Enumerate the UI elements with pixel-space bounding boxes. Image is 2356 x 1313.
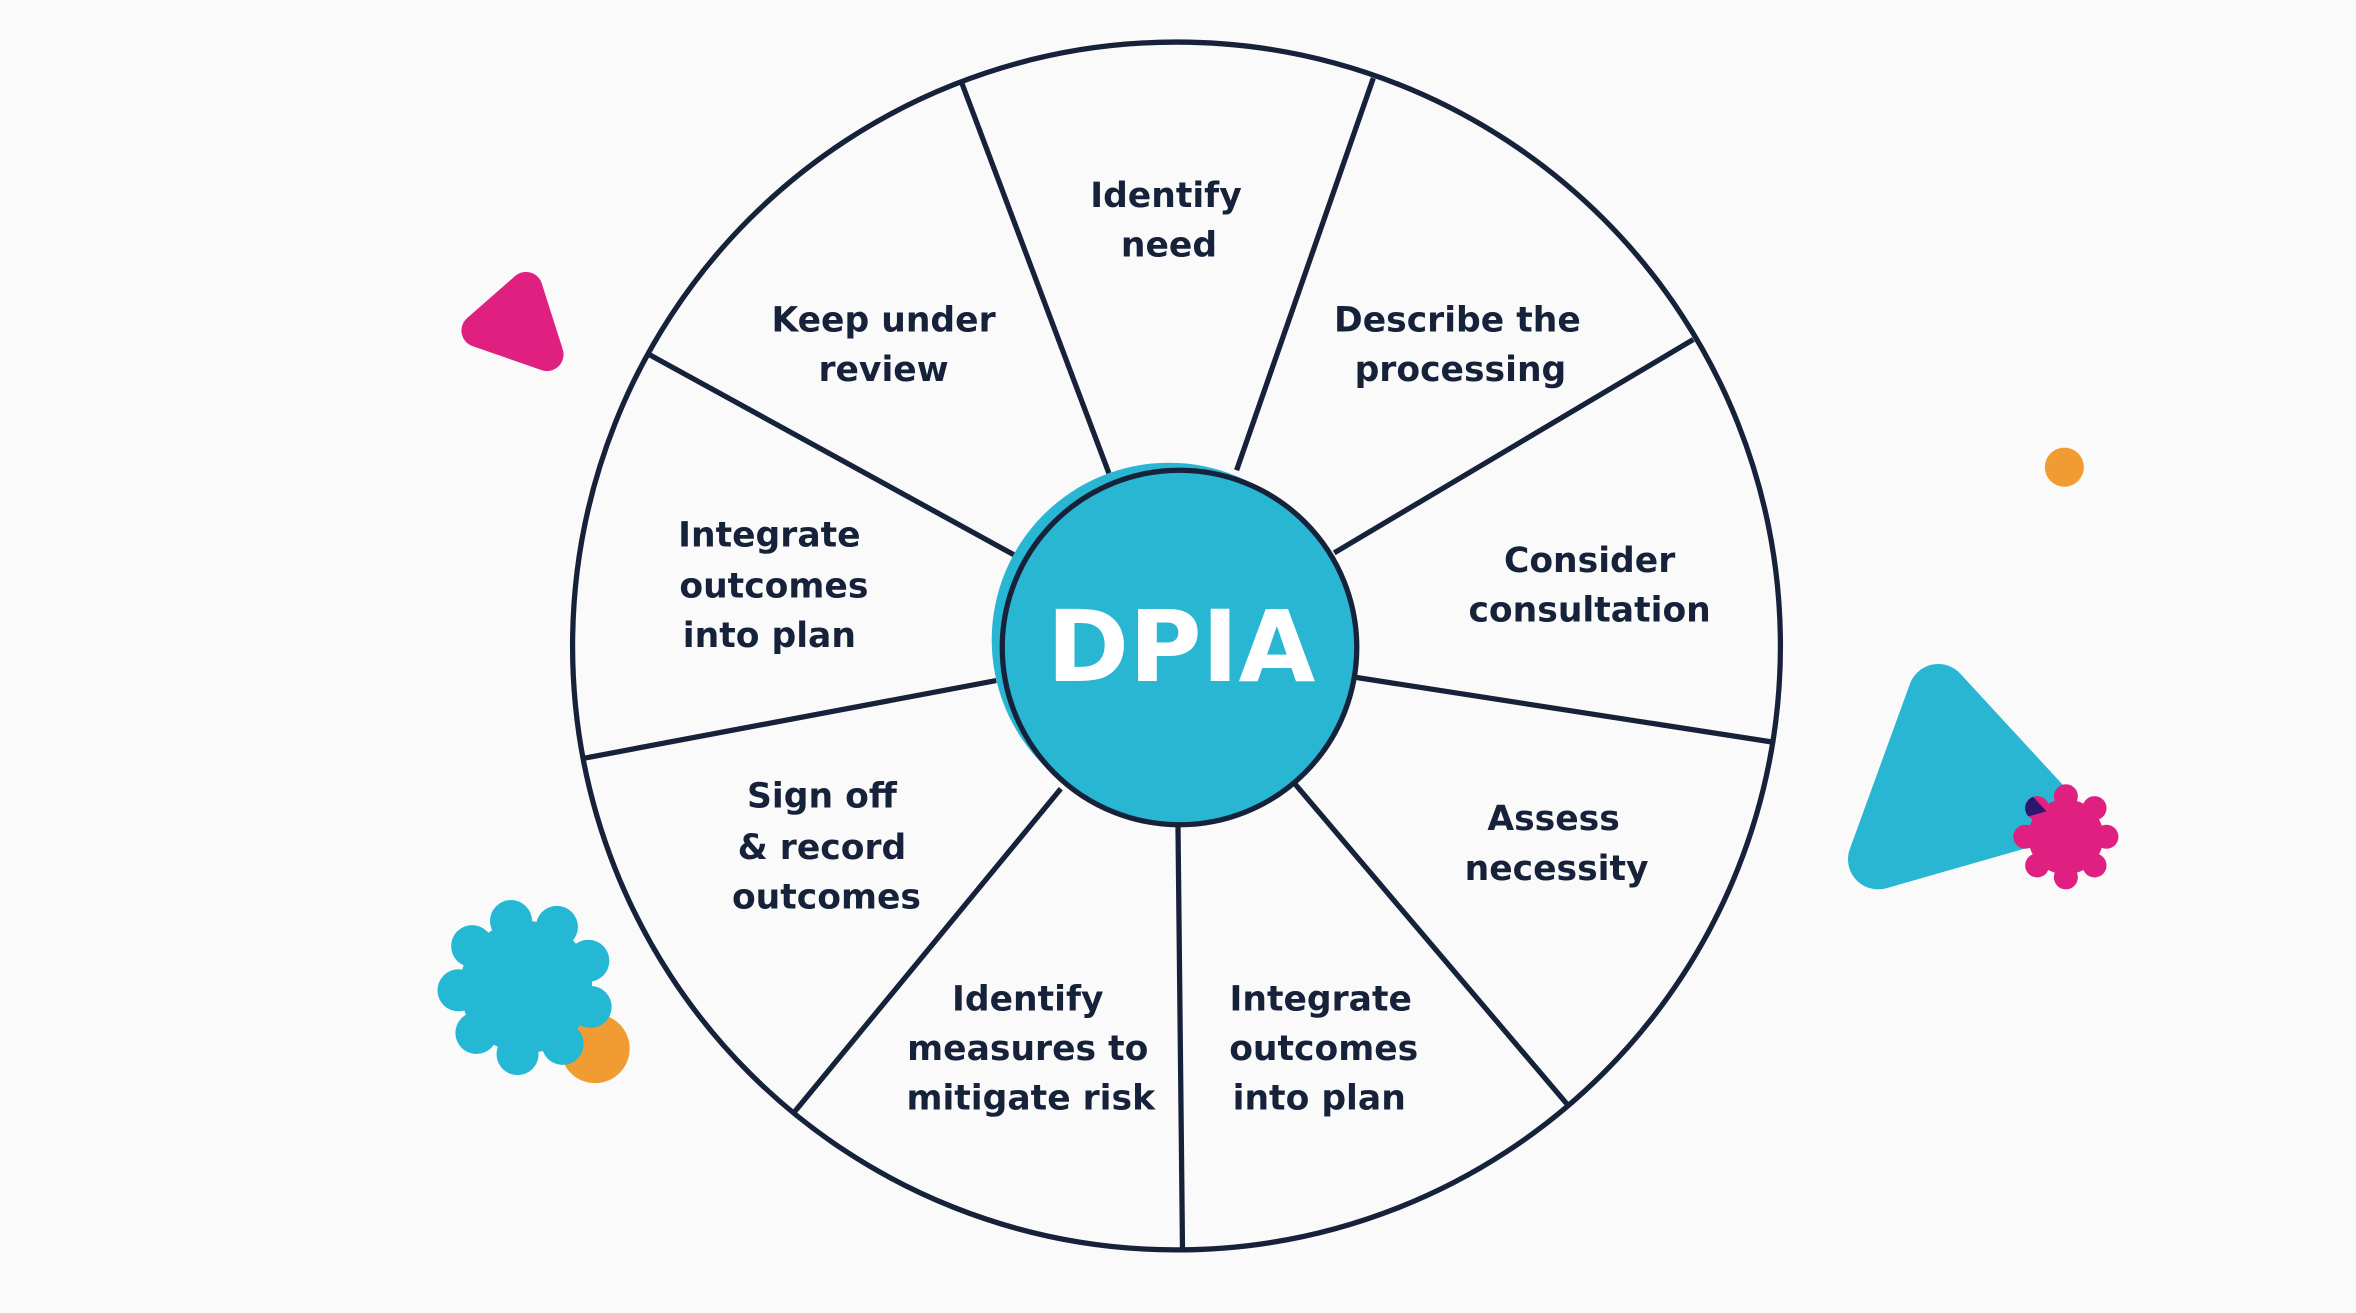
spoke <box>647 352 1018 559</box>
spokes <box>581 77 1774 1250</box>
cyan-blob-shape <box>437 900 612 1076</box>
spoke <box>1175 826 1186 1250</box>
orange-dot-shape <box>2044 447 2084 487</box>
spoke <box>1332 337 1695 556</box>
center-hub <box>999 467 1360 828</box>
spoke <box>791 787 1063 1115</box>
spoke <box>581 677 997 762</box>
spoke <box>1293 782 1570 1106</box>
center-label: DPIA <box>1047 590 1316 705</box>
spoke <box>959 81 1112 475</box>
spoke <box>1234 77 1376 472</box>
pink-triangle-shape <box>461 271 564 372</box>
cyan-triangle-shape <box>1848 664 2077 890</box>
spoke <box>1356 674 1774 745</box>
